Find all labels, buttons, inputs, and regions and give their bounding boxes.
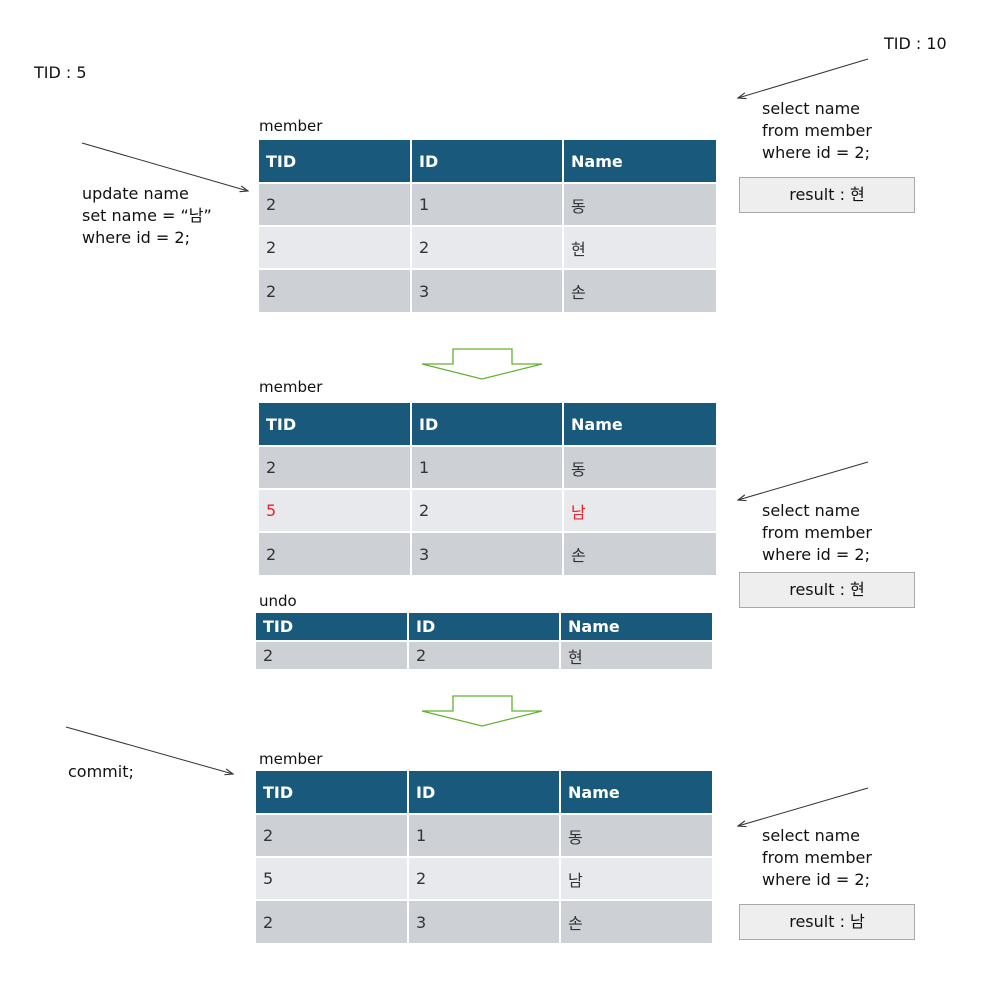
update-line-3: where id = 2; <box>82 228 190 247</box>
cell-id: 3 <box>411 269 564 312</box>
table-row: 2 2 현 <box>256 640 712 669</box>
query-1-pointer-line <box>738 58 869 98</box>
column-header-name: Name <box>560 613 712 641</box>
cell-id: 1 <box>411 182 564 227</box>
select-2-line-2: from member <box>762 523 872 542</box>
cell-id: 3 <box>411 532 564 575</box>
cell-id: 2 <box>411 226 564 270</box>
table-row: 2 1 동 <box>256 813 712 858</box>
commit-pointer-line <box>65 726 233 774</box>
commit-statement: commit; <box>68 762 134 781</box>
cell-tid: 2 <box>259 226 412 270</box>
table-row: 2 1 동 <box>259 182 716 227</box>
cell-id: 3 <box>408 900 561 943</box>
table-header-row: TID ID Name <box>259 140 716 183</box>
result-box-2: result : 현 <box>739 572 915 608</box>
member-table-1-title: member <box>259 117 323 135</box>
table-header-row: TID ID Name <box>256 771 712 814</box>
cell-tid: 5 <box>256 857 409 901</box>
cell-tid: 2 <box>259 182 412 227</box>
table-row: 2 1 동 <box>259 445 716 490</box>
select-1-line-3: where id = 2; <box>762 143 870 162</box>
cell-tid: 2 <box>256 900 409 943</box>
flow-arrow-1 <box>421 348 543 380</box>
undo-table: TID ID Name 2 2 현 <box>256 613 712 669</box>
select-1-line-1: select name <box>762 99 860 118</box>
update-statement: update name set name = “남” where id = 2; <box>82 183 212 249</box>
tid-5-label: TID : 5 <box>34 63 87 82</box>
cell-id: 2 <box>411 489 564 533</box>
cell-tid: 2 <box>256 640 409 669</box>
cell-name: 남 <box>560 857 712 901</box>
table-row: 2 3 손 <box>256 900 712 943</box>
cell-name: 현 <box>563 226 716 270</box>
select-3-line-3: where id = 2; <box>762 870 870 889</box>
table-row: 2 3 손 <box>259 269 716 312</box>
column-header-name: Name <box>560 771 712 814</box>
member-table-before: TID ID Name 2 1 동 2 2 현 2 3 손 <box>259 140 716 312</box>
cell-name: 손 <box>563 269 716 312</box>
cell-id: 1 <box>408 813 561 858</box>
table-row: 5 2 남 <box>256 857 712 901</box>
cell-tid: 2 <box>259 445 412 490</box>
cell-tid-changed: 5 <box>259 489 412 533</box>
select-3-line-2: from member <box>762 848 872 867</box>
cell-id: 2 <box>408 640 561 669</box>
cell-name: 동 <box>563 445 716 490</box>
flow-arrow-2 <box>421 695 543 727</box>
select-2-line-1: select name <box>762 501 860 520</box>
column-header-id: ID <box>408 613 561 641</box>
cell-name: 손 <box>563 532 716 575</box>
result-box-1: result : 현 <box>739 177 915 213</box>
column-header-id: ID <box>408 771 561 814</box>
column-header-id: ID <box>411 403 564 446</box>
cell-id: 1 <box>411 445 564 490</box>
member-table-after-update: TID ID Name 2 1 동 5 2 남 2 3 손 <box>259 403 716 575</box>
select-statement-1: select name from member where id = 2; <box>762 98 872 164</box>
column-header-tid: TID <box>259 140 412 183</box>
table-header-row: TID ID Name <box>259 403 716 446</box>
update-line-2: set name = “남” <box>82 206 212 225</box>
member-table-2-title: member <box>259 378 323 396</box>
result-box-3: result : 남 <box>739 904 915 940</box>
cell-id: 2 <box>408 857 561 901</box>
cell-tid: 2 <box>259 269 412 312</box>
query-2-pointer-line <box>738 461 869 500</box>
update-line-1: update name <box>82 184 189 203</box>
cell-name: 동 <box>560 813 712 858</box>
column-header-name: Name <box>563 403 716 446</box>
table-row: 2 3 손 <box>259 532 716 575</box>
update-pointer-line <box>81 142 248 191</box>
column-header-id: ID <box>411 140 564 183</box>
table-header-row: TID ID Name <box>256 613 712 641</box>
cell-name: 현 <box>560 640 712 669</box>
undo-table-title: undo <box>259 592 297 610</box>
cell-name-changed: 남 <box>563 489 716 533</box>
cell-tid: 2 <box>256 813 409 858</box>
select-3-line-1: select name <box>762 826 860 845</box>
member-table-after-commit: TID ID Name 2 1 동 5 2 남 2 3 손 <box>256 771 712 943</box>
select-1-line-2: from member <box>762 121 872 140</box>
column-header-tid: TID <box>259 403 412 446</box>
tid-10-label: TID : 10 <box>884 34 947 53</box>
select-statement-2: select name from member where id = 2; <box>762 500 872 566</box>
query-3-pointer-line <box>738 787 869 826</box>
member-table-3-title: member <box>259 750 323 768</box>
cell-tid: 2 <box>259 532 412 575</box>
column-header-tid: TID <box>256 771 409 814</box>
cell-name: 손 <box>560 900 712 943</box>
column-header-tid: TID <box>256 613 409 641</box>
select-2-line-3: where id = 2; <box>762 545 870 564</box>
select-statement-3: select name from member where id = 2; <box>762 825 872 891</box>
cell-name: 동 <box>563 182 716 227</box>
table-row: 2 2 현 <box>259 226 716 270</box>
column-header-name: Name <box>563 140 716 183</box>
table-row-updated: 5 2 남 <box>259 489 716 533</box>
